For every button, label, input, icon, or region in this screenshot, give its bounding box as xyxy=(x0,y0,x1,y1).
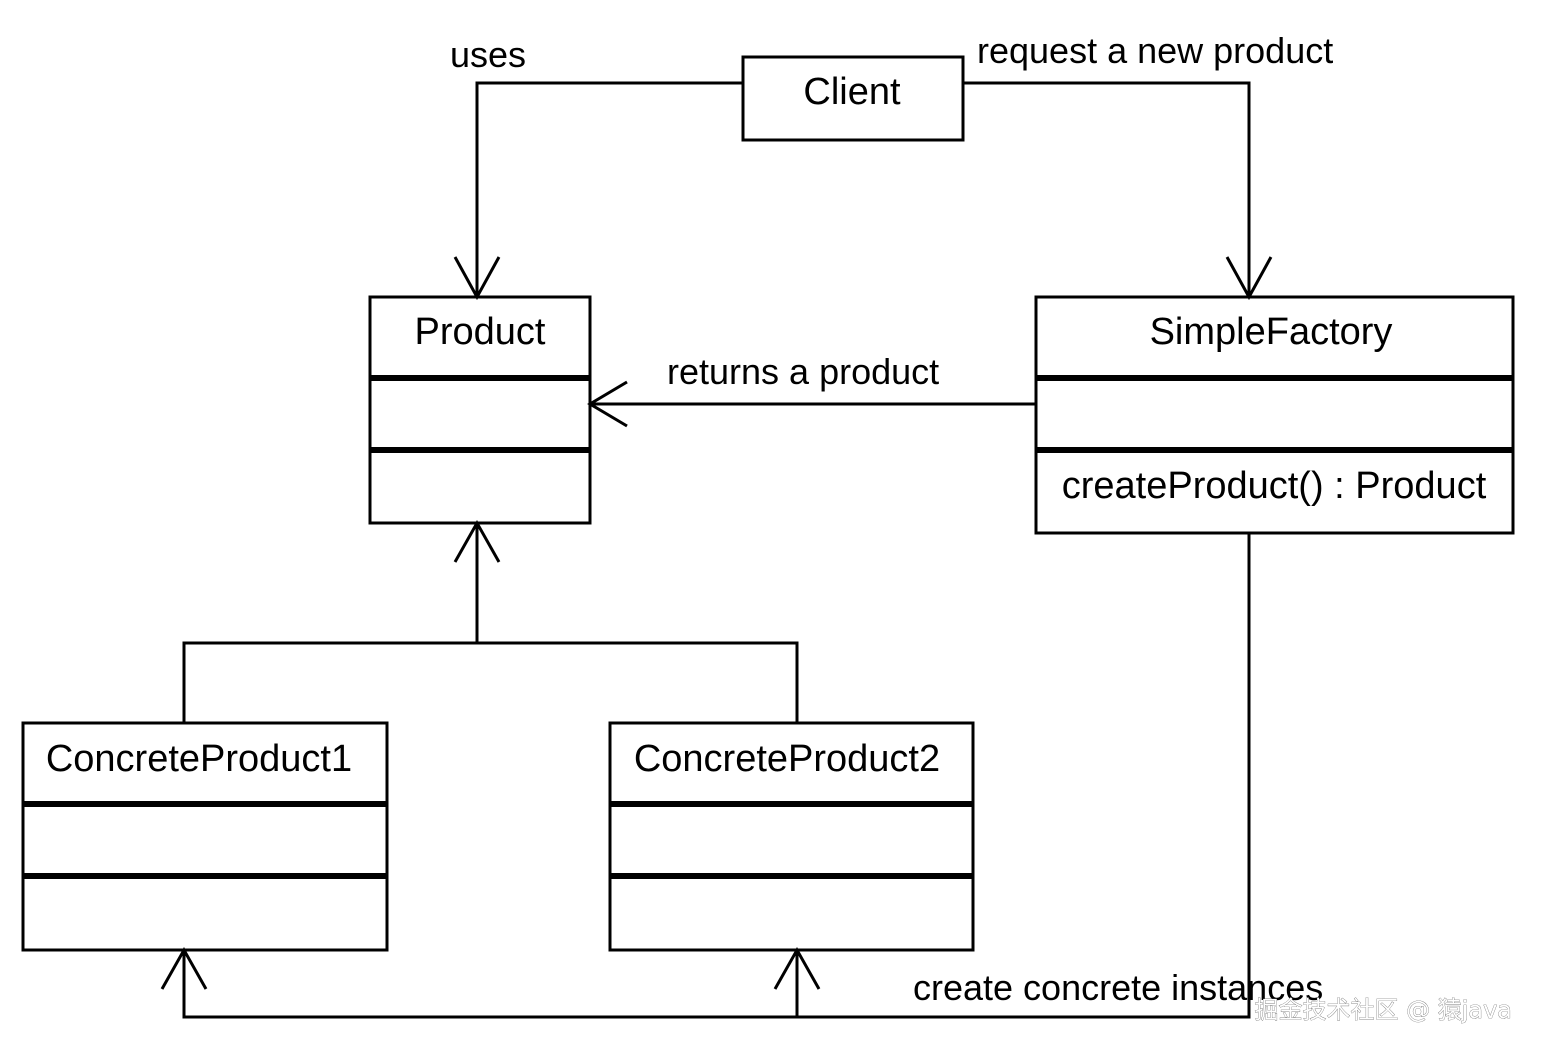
concrete-product-1-name: ConcreteProduct1 xyxy=(46,738,352,780)
inheritance-connector-1 xyxy=(182,641,477,723)
uses-arrowhead xyxy=(453,256,501,301)
concrete-product-1-box[interactable] xyxy=(21,721,389,952)
simple-factory-name: SimpleFactory xyxy=(1150,311,1393,353)
product-name: Product xyxy=(415,311,546,353)
concrete-product-2-name: ConcreteProduct2 xyxy=(634,738,940,780)
uses-label: uses xyxy=(450,34,526,75)
inheritance-connector-2 xyxy=(477,641,799,723)
request-label: request a new product xyxy=(977,30,1333,71)
creates-connector xyxy=(182,533,1251,1019)
client-box[interactable] xyxy=(741,55,965,142)
simple-factory-operation: createProduct() : Product xyxy=(1062,465,1487,507)
product-box[interactable] xyxy=(368,295,592,525)
inheritance-arrowhead xyxy=(453,519,501,563)
concrete-product-2-box[interactable] xyxy=(608,721,975,952)
creates-arrowhead-cp2 xyxy=(773,946,821,990)
returns-label: returns a product xyxy=(667,351,939,392)
creates-arrowhead-cp1 xyxy=(160,946,208,990)
client-name: Client xyxy=(803,71,901,113)
uses-connector xyxy=(475,81,743,297)
request-arrowhead xyxy=(1225,256,1273,301)
returns-arrowhead xyxy=(587,380,628,428)
simple-factory-box[interactable] xyxy=(1034,295,1515,535)
creates-label: create concrete instances xyxy=(913,967,1323,1008)
watermark-text: 掘金技术社区 @ 猿java xyxy=(1254,996,1512,1024)
request-connector xyxy=(963,81,1251,297)
